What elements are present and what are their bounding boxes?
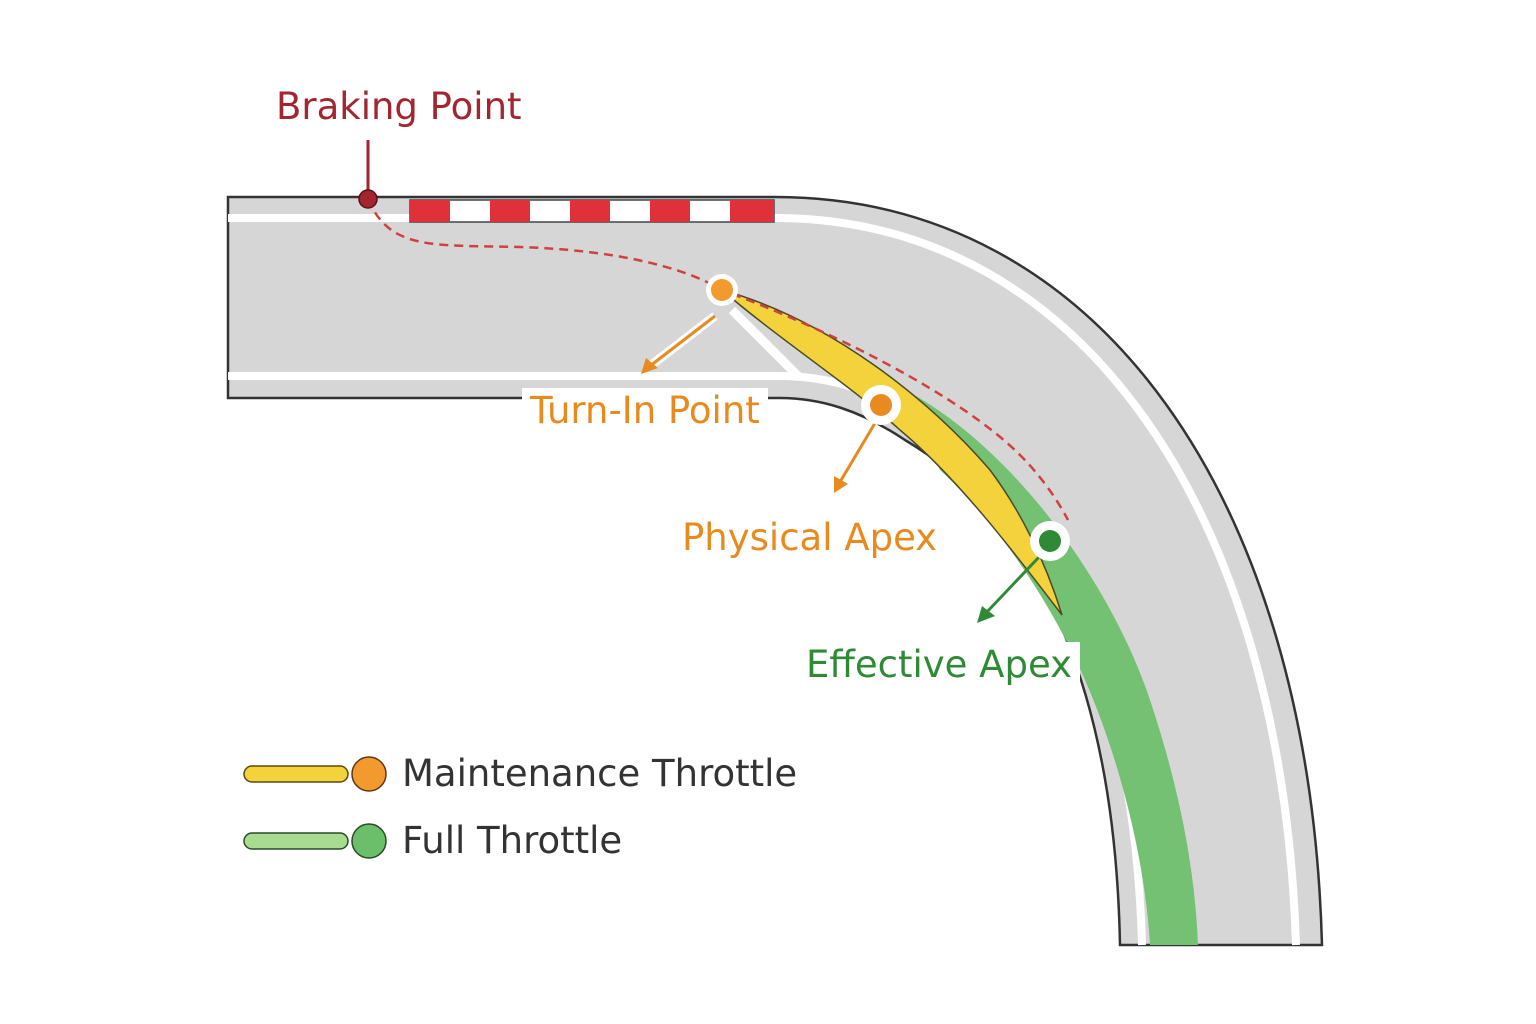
legend-full-dot (351, 823, 387, 859)
kerb (409, 199, 775, 223)
legend-maintenance-label: Maintenance Throttle (402, 752, 798, 795)
physical-apex-label: Physical Apex (674, 515, 946, 560)
maintenance-throttle-band (721, 289, 1063, 616)
legend-maintenance-dot (351, 756, 387, 792)
turn-in-point-label: Turn-In Point (522, 388, 768, 433)
legend-full-label: Full Throttle (402, 819, 623, 862)
track-surface (226, 195, 1324, 947)
effective-apex-label: Effective Apex (798, 642, 1080, 687)
effective-apex-arrowhead (977, 606, 995, 623)
physical-apex-arrowhead (834, 476, 848, 493)
effective-apex-leader (983, 554, 1042, 616)
track-edge-line-top (228, 214, 1300, 946)
legend-full-swatch (243, 823, 387, 859)
braking-point-label: Braking Point (276, 85, 522, 128)
legend-maintenance-swatch (243, 756, 387, 792)
turn-in-arrowhead (641, 358, 658, 374)
braking-point-marker (358, 189, 378, 209)
physical-apex-marker (870, 394, 892, 416)
effective-apex-marker (1039, 530, 1061, 552)
physical-apex-leader (838, 417, 880, 483)
turn-in-point-marker (711, 279, 733, 301)
